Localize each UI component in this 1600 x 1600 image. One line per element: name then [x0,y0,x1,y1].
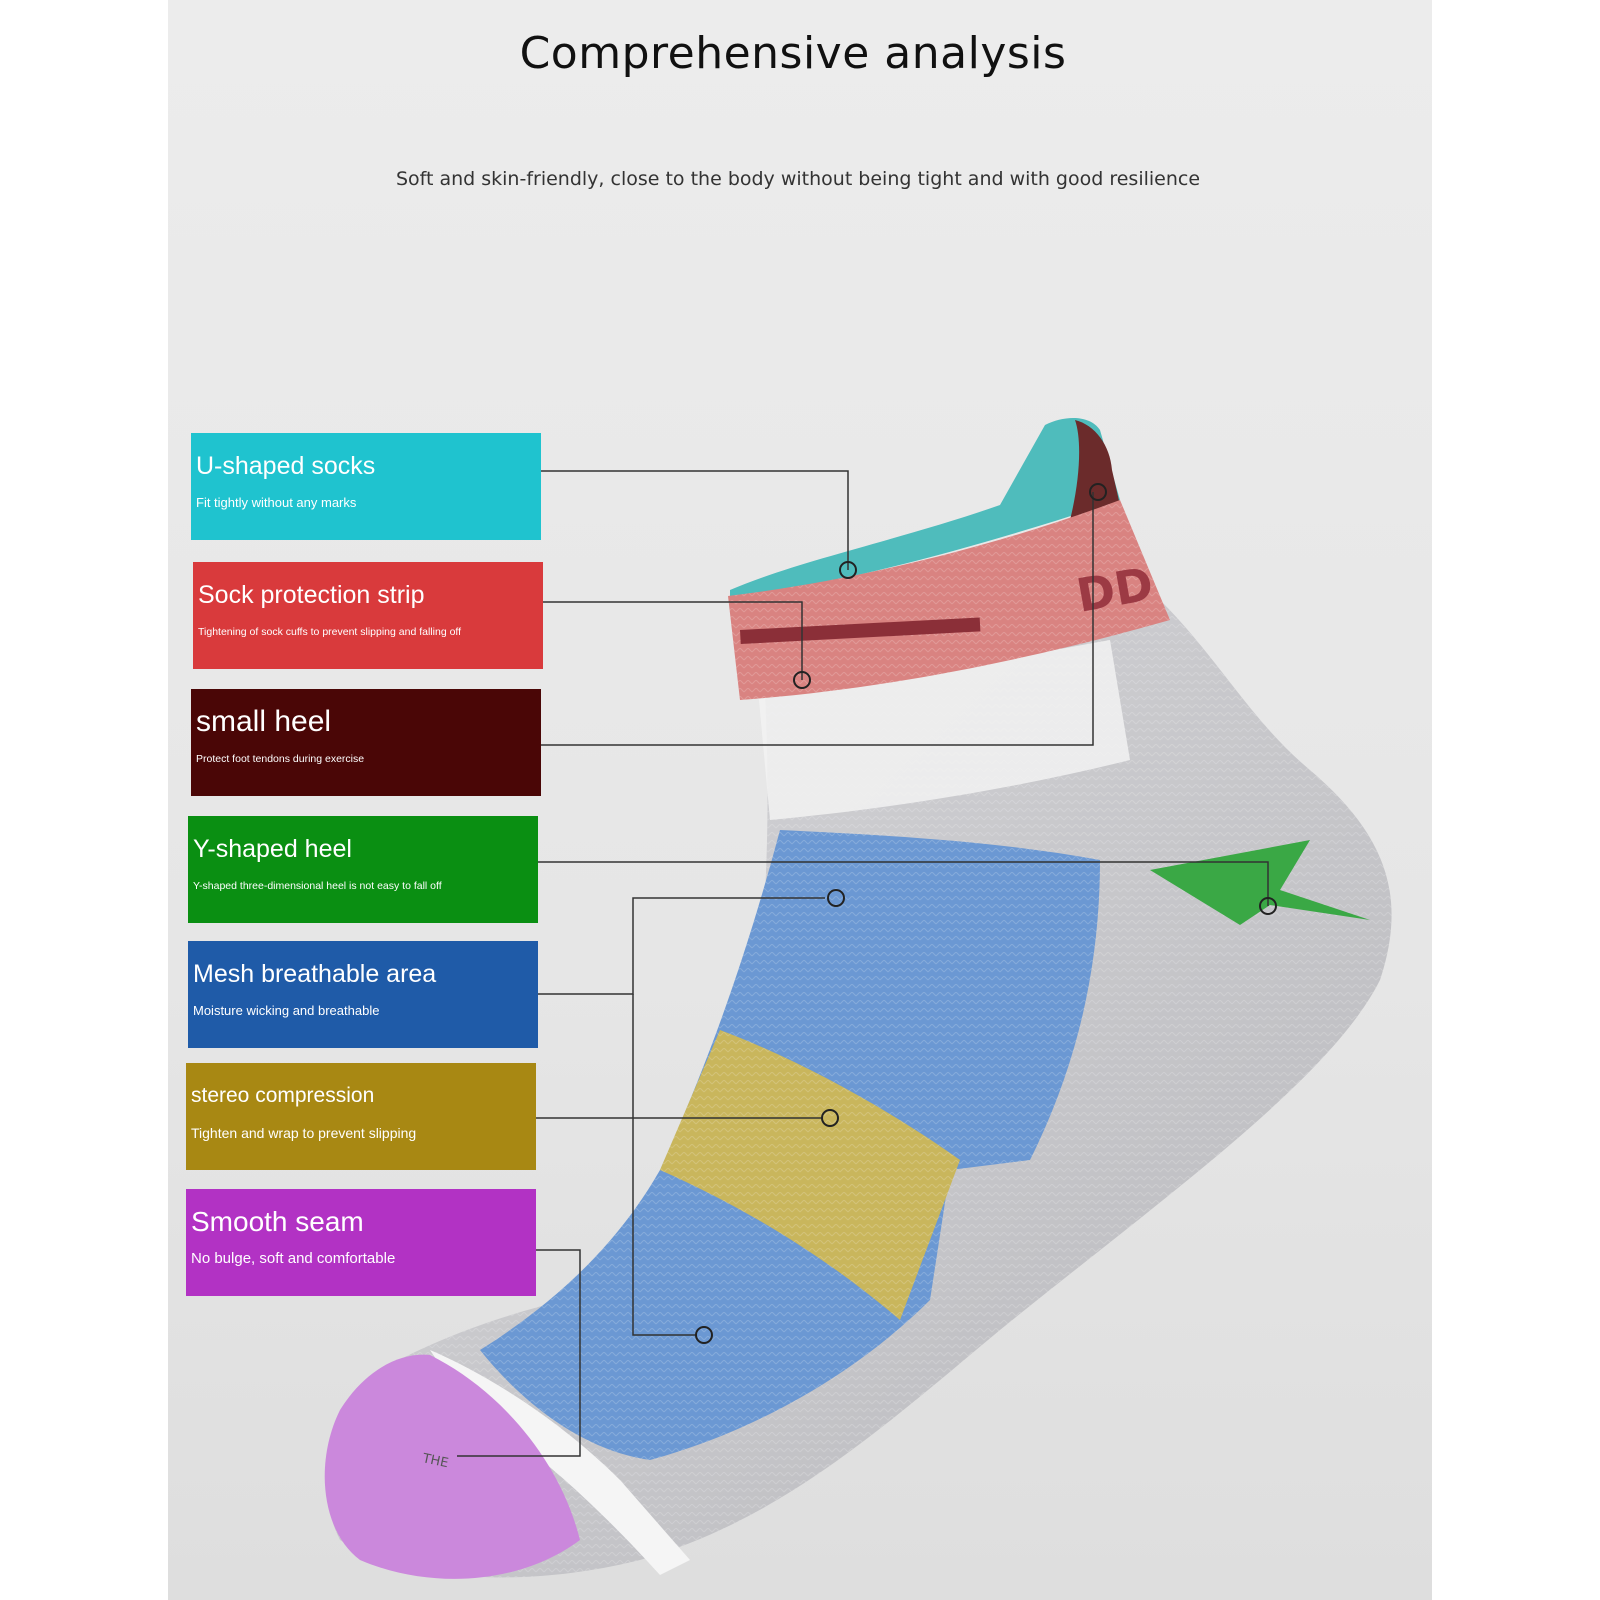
callout-line-5b [632,994,696,1336]
label-title: Mesh breathable area [193,960,437,988]
label-y-shaped-heel: Y-shaped heel Y-shaped three-dimensional… [188,816,538,923]
toe-cap [324,1354,580,1579]
cuff-logo: DD [1073,556,1158,622]
page-subtitle: Soft and skin-friendly, close to the bod… [395,168,1201,190]
callout-line-2 [543,601,803,680]
label-stereo-compression: stereo compression Tighten and wrap to p… [186,1063,536,1170]
callout-dot-5b [695,1326,713,1344]
label-title: Smooth seam [191,1206,364,1237]
label-u-shaped-socks: U-shaped socks Fit tightly without any m… [191,433,541,540]
label-title: small heel [196,705,332,738]
callout-dot-1 [839,561,857,579]
label-title: Y-shaped heel [193,835,352,863]
callout-dot-3 [1089,483,1107,501]
label-subtitle: Y-shaped three-dimensional heel is not e… [193,880,442,892]
label-smooth-seam: Smooth seam No bulge, soft and comfortab… [186,1189,536,1296]
label-subtitle: Tightening of sock cuffs to prevent slip… [198,626,462,638]
callout-line-4 [538,861,1269,906]
label-subtitle: Fit tightly without any marks [196,495,357,510]
callout-line-5 [538,897,825,995]
label-sock-protection-strip: Sock protection strip Tightening of sock… [193,562,543,669]
label-mesh-breathable-area: Mesh breathable area Moisture wicking an… [188,941,538,1048]
label-subtitle: No bulge, soft and comfortable [191,1250,396,1267]
callout-dot-5 [827,889,845,907]
label-title: stereo compression [191,1084,375,1107]
callout-line-1 [541,470,849,570]
label-subtitle: Tighten and wrap to prevent slipping [191,1125,417,1141]
callout-dot-6 [821,1109,839,1127]
label-title: Sock protection strip [198,581,425,609]
label-subtitle: Protect foot tendons during exercise [196,753,365,765]
label-title: U-shaped socks [196,452,376,480]
callout-dot-2 [793,671,811,689]
callout-dot-4 [1259,897,1277,915]
heel-tab [1070,420,1120,520]
strip-bar [740,617,981,644]
label-small-heel: small heel Protect foot tendons during e… [191,689,541,796]
callout-line-7 [457,1249,581,1457]
toe-text: THE [420,1451,449,1471]
page-title: Comprehensive analysis [519,28,1067,79]
callout-line-3 [541,492,1094,746]
label-subtitle: Moisture wicking and breathable [193,1003,380,1018]
